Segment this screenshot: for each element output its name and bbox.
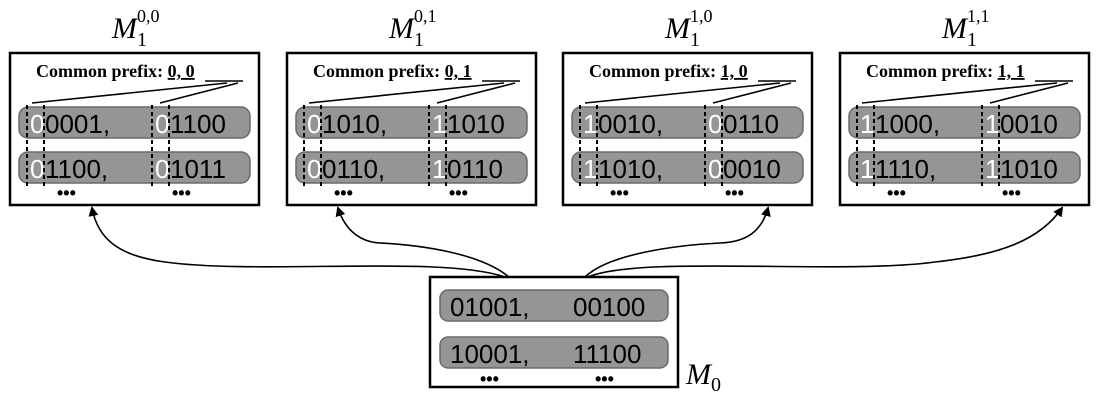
subtable-row-pill — [848, 106, 1081, 139]
arrow-to-m1-11 — [587, 206, 1064, 278]
arrow-to-m1-10 — [584, 206, 771, 278]
common-prefix-value: 0, 1 — [445, 61, 472, 81]
prefix-bit-1: 1 — [860, 154, 874, 184]
ellipsis-left: ••• — [57, 183, 76, 203]
common-prefix-label: Common prefix: 0, 0 — [36, 61, 195, 81]
ellipsis-right: ••• — [449, 183, 468, 203]
prefix-connector — [584, 82, 781, 104]
subtable-row-pill — [18, 106, 251, 139]
prefix-connector — [861, 82, 1058, 104]
root-row1-key: 01001, — [450, 292, 530, 322]
row-value-suffix: 0110 — [723, 109, 779, 139]
prefix-bit-1: 1 — [583, 154, 597, 184]
root-ellipsis-right: ••• — [595, 369, 614, 389]
subtable-row-pill — [295, 151, 528, 184]
prefix-connector — [989, 82, 1069, 104]
subtable-name: M10,1 — [388, 6, 437, 51]
prefix-bit-1: 0 — [307, 109, 321, 139]
prefix-connector — [159, 82, 239, 104]
row-value-suffix: 0010 — [723, 154, 781, 184]
row-value-suffix: 0010 — [1000, 109, 1058, 139]
row-key-suffix: 0001, — [45, 109, 110, 139]
root-ellipsis-left: ••• — [480, 369, 499, 389]
subtable-row-pill — [571, 151, 804, 184]
prefix-bit-2: 0 — [155, 154, 169, 184]
subtable-row-pill — [295, 106, 528, 139]
subtable-name: M11,1 — [941, 6, 990, 51]
row-key-suffix: 1110, — [875, 154, 936, 184]
prefix-bit-2: 0 — [708, 109, 722, 139]
common-prefix-label: Common prefix: 1, 0 — [589, 61, 748, 81]
common-prefix-label: Common prefix: 1, 1 — [866, 61, 1025, 81]
root-row2-value: 11100 — [573, 339, 641, 369]
common-prefix-value: 1, 1 — [998, 61, 1025, 81]
root-table: 01001, 00100 10001, 11100 ••• ••• M0 — [428, 275, 721, 396]
row-value-suffix: 1010 — [447, 109, 505, 139]
prefix-bit-1: 0 — [30, 154, 44, 184]
ellipsis-right: ••• — [725, 183, 744, 203]
prefix-connector — [308, 82, 505, 104]
prefix-bit-2: 1 — [432, 154, 446, 184]
row-key-suffix: 1000, — [875, 109, 940, 139]
subtable-row-pill — [571, 106, 804, 139]
row-value-suffix: 1010 — [1000, 154, 1058, 184]
root-table-name: M0 — [685, 358, 721, 396]
arrow-to-m1-01 — [335, 206, 510, 278]
prefix-bit-2: 0 — [155, 109, 169, 139]
row-key-suffix: 0010, — [598, 109, 663, 139]
prefix-bit-1: 1 — [583, 109, 597, 139]
common-prefix-value: 1, 0 — [721, 61, 748, 81]
prefix-connector — [31, 82, 228, 104]
prefix-connector — [436, 82, 516, 104]
ellipsis-left: ••• — [610, 183, 629, 203]
ellipsis-left: ••• — [887, 183, 906, 203]
prefix-bit-2: 1 — [432, 109, 446, 139]
subtable-name: M11,0 — [664, 6, 713, 51]
prefix-bit-1: 1 — [860, 109, 874, 139]
row-key-suffix: 0110, — [322, 154, 385, 184]
ellipsis-right: ••• — [1002, 183, 1021, 203]
prefix-bit-2: 1 — [985, 154, 999, 184]
subtable-row-pill — [848, 151, 1081, 184]
root-row2-key: 10001, — [450, 339, 530, 369]
row-value-suffix: 1011 — [170, 154, 226, 184]
ellipsis-left: ••• — [334, 183, 353, 203]
row-key-suffix: 1010, — [322, 109, 387, 139]
ellipsis-right: ••• — [172, 183, 191, 203]
root-row-pill — [439, 336, 669, 369]
row-key-suffix: 1010, — [598, 154, 663, 184]
common-prefix-label: Common prefix: 0, 1 — [313, 61, 472, 81]
row-key-suffix: 1100, — [45, 154, 108, 184]
root-row-pill — [439, 289, 669, 322]
common-prefix-value: 0, 0 — [168, 61, 195, 81]
prefix-bit-1: 0 — [30, 109, 44, 139]
root-row1-value: 00100 — [573, 292, 645, 322]
prefix-bit-1: 0 — [307, 154, 321, 184]
arrow-to-m1-00 — [88, 206, 506, 278]
prefix-bit-2: 0 — [708, 154, 722, 184]
prefix-connector — [712, 82, 792, 104]
row-value-suffix: 0110 — [447, 154, 503, 184]
subtable-row-pill — [18, 151, 251, 184]
row-value-suffix: 1100 — [170, 109, 226, 139]
subtable-name: M10,0 — [111, 6, 160, 51]
prefix-bit-2: 1 — [985, 109, 999, 139]
